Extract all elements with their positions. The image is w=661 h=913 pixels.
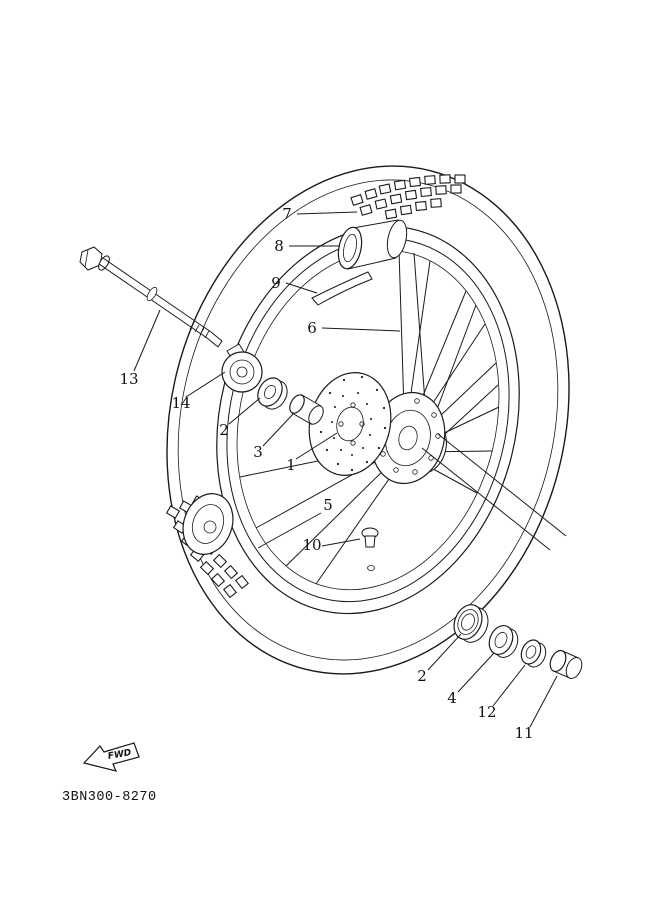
bearing-left: [257, 377, 288, 410]
bearing-right: [453, 604, 489, 643]
tire-cross-section: [182, 493, 234, 555]
callout-collar-spacer: 3: [253, 443, 263, 461]
axle-collar-right: [549, 649, 583, 679]
callout-tire: 7: [282, 205, 292, 223]
fwd-arrow-icon: [82, 742, 140, 772]
callout-rim-band: 8: [274, 237, 284, 255]
tread-knobs-top: [350, 174, 466, 220]
fwd-arrow: FWD: [82, 742, 140, 772]
speedometer-drive: [221, 343, 263, 393]
callout-labels: 7 8 9 6 13 14 2 3 1 5 10 2 4 12 11: [119, 205, 533, 742]
rim-band: [337, 219, 408, 270]
leader-lines: [133, 211, 558, 728]
callout-bearing-right: 2: [417, 667, 427, 685]
callout-axle: 13: [119, 370, 138, 388]
callout-rim-strip: 9: [271, 274, 281, 292]
callout-speedometer-drive: 14: [171, 394, 190, 412]
callout-oil-seal: 4: [447, 689, 457, 707]
callout-hub: 1: [286, 456, 296, 474]
collar-spacer: [289, 394, 324, 425]
axle-axis-lines: [421, 433, 567, 551]
axle: [79, 246, 223, 348]
part-number: 3BN300-8270: [62, 790, 157, 805]
oil-seal: [488, 624, 519, 658]
valve-stem: [361, 527, 379, 571]
callout-spokes: 6: [307, 319, 317, 337]
callout-axle-collar: 11: [514, 724, 533, 742]
callout-valve: 10: [302, 536, 321, 554]
fwd-label: FWD: [107, 748, 132, 762]
rim-strip: [311, 271, 373, 306]
axle-nut: [520, 639, 547, 668]
callout-rim: 5: [323, 496, 333, 514]
callout-bearing-left: 2: [219, 421, 229, 439]
disc-stipple: [319, 375, 387, 472]
brake-disc: [308, 372, 392, 476]
callout-nut: 12: [477, 703, 496, 721]
